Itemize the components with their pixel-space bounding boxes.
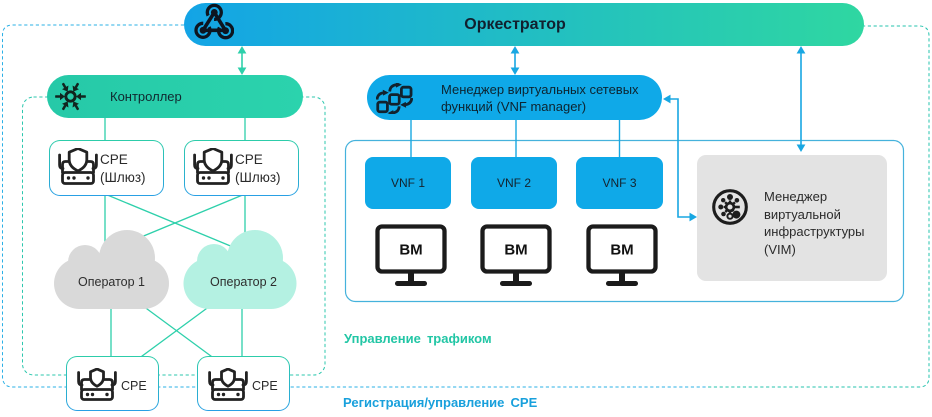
svg-text:ВМ: ВМ (504, 242, 527, 259)
svg-text:ВМ: ВМ (610, 242, 633, 259)
svg-text:ВМ: ВМ (399, 242, 422, 259)
